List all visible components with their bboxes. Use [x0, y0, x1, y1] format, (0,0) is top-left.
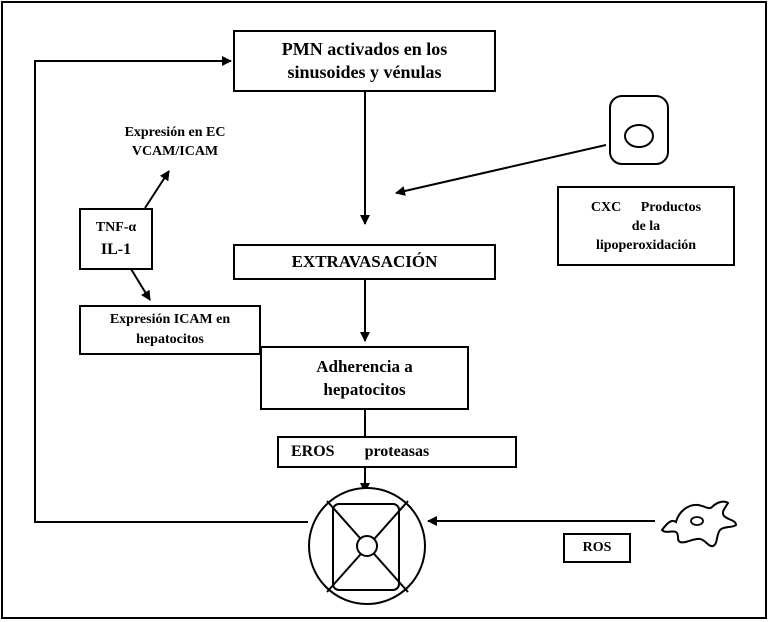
ros-box: ROS	[563, 533, 631, 563]
icam-expression-box: Expresión ICAM en hepatocitos	[79, 305, 261, 355]
cxc-line1: CXC Productos	[591, 198, 701, 217]
icam-line2: hepatocitos	[136, 332, 204, 347]
ec-expression-label: Expresión en EC VCAM/ICAM	[95, 123, 255, 161]
tnf-il1-box: TNF-α IL-1	[79, 208, 153, 270]
hepatocyte-adhesion-box: Adherencia a hepatocitos	[260, 346, 469, 410]
adhesion-line2: hepatocitos	[323, 380, 406, 399]
pmn-line2: sinusoides y vénulas	[287, 62, 442, 82]
cxc-lipoperoxidation-box: CXC Productos de la lipoperoxidación	[557, 186, 735, 266]
stellate-nucleus-icon	[690, 516, 704, 526]
ros-label: ROS	[582, 540, 612, 555]
pmn-activated-box: PMN activados en los sinusoides y vénula…	[233, 30, 496, 92]
pmn-line1: PMN activados en los	[281, 39, 448, 59]
productos-label: Productos	[640, 199, 702, 215]
extravasation-box: EXTRAVASACIÓN	[233, 244, 496, 280]
kupffer-to-main-arrow	[395, 144, 607, 196]
cxc-label: CXC	[590, 199, 622, 215]
tnf-label: TNF-α	[95, 220, 137, 235]
feedback-loop-arrow	[34, 56, 308, 523]
il1-label: IL-1	[100, 241, 132, 258]
ec-line2: VCAM/ICAM	[131, 144, 219, 159]
eros-proteases-box: EROS proteasas	[277, 436, 517, 468]
adhesion-line1: Adherencia a	[316, 357, 413, 376]
eros-label: EROS	[291, 443, 335, 460]
ec-line1: Expresión en EC	[124, 125, 226, 140]
kupffer-cell-icon	[609, 95, 669, 165]
tnf-to-icam-arrow	[130, 268, 151, 301]
proteases-label: proteasas	[364, 443, 430, 460]
extravasation-label: EXTRAVASACIÓN	[291, 252, 438, 271]
icam-line1: Expresión ICAM en	[109, 312, 231, 327]
tnf-to-ec-arrow	[144, 170, 170, 209]
dead-hepatocyte-icon	[308, 487, 426, 605]
cxc-line3: lipoperoxidación	[595, 237, 697, 253]
cxc-line2: de la	[631, 218, 661, 234]
